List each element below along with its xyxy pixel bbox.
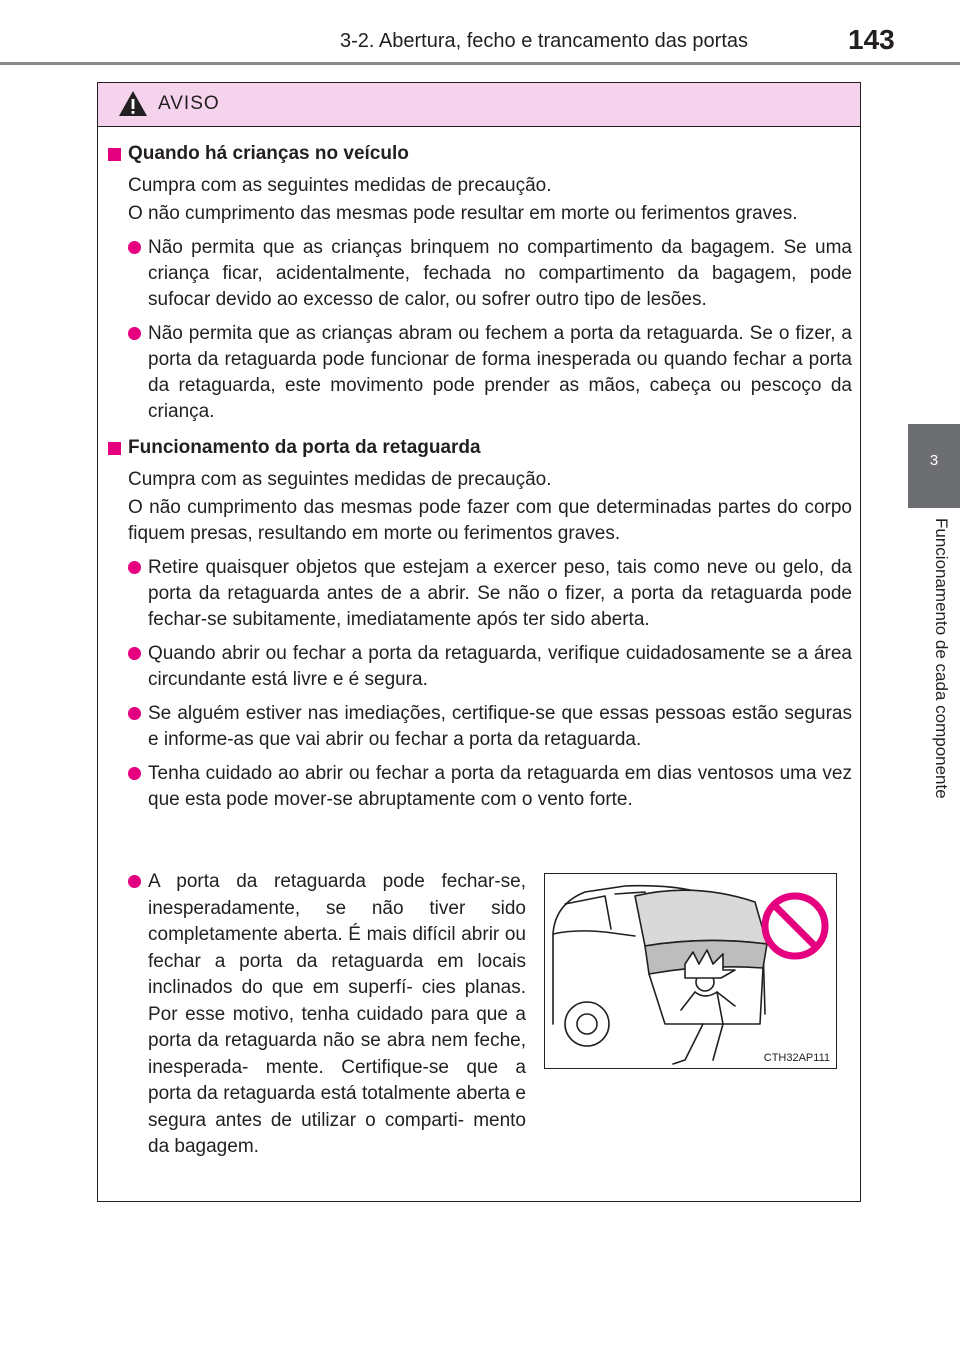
warning-triangle-icon (119, 91, 147, 116)
list-item: Não permita que as crianças brinquem no … (128, 235, 852, 313)
list-item: Quando abrir ou fechar a porta da retagu… (128, 641, 852, 693)
round-bullet-icon (128, 875, 141, 888)
list-item-text: Quando abrir ou fechar a porta da retagu… (148, 643, 852, 690)
section-heading: Quando há crianças no veículo (106, 141, 852, 167)
square-bullet-icon (108, 148, 121, 161)
chapter-label: Funcionamento de cada componente (932, 518, 951, 799)
spacer (106, 425, 852, 435)
list-item-text: A porta da retaguarda pode fechar-se, in… (148, 871, 526, 1157)
chapter-number: 3 (929, 452, 939, 469)
warning-label: AVISO (158, 93, 220, 114)
list-item-text: Não permita que as crianças brinquem no … (148, 237, 852, 310)
round-bullet-icon (128, 647, 141, 660)
list-item-text: Se alguém estiver nas imediações, certif… (148, 703, 852, 750)
round-bullet-icon (128, 327, 141, 340)
list-item: Se alguém estiver nas imediações, certif… (128, 701, 852, 753)
list-item: Não permita que as crianças abram ou fec… (128, 321, 852, 425)
square-bullet-icon (108, 442, 121, 455)
section-heading-text: Quando há crianças no veículo (128, 143, 409, 164)
car-tailgate-drawing (552, 884, 829, 1065)
tailgate-illustration: CTH32AP111 (544, 873, 837, 1069)
page-number: 143 (848, 24, 895, 55)
header-rule (0, 62, 960, 65)
list-item-text: Tenha cuidado ao abrir ou fechar a porta… (148, 763, 852, 810)
figure-code: CTH32AP111 (763, 1052, 830, 1064)
section-intro: Cumpra com as seguintes medidas de preca… (128, 175, 552, 196)
list-item-text: Retire quaisquer objetos que estejam a e… (148, 557, 852, 630)
list-item-text: Não permita que as crianças abram ou fec… (148, 323, 852, 422)
round-bullet-icon (128, 241, 141, 254)
chapter-tab: 3 (908, 424, 960, 508)
section-heading-text: Funcionamento da porta da retaguarda (128, 437, 481, 458)
warning-box: AVISO Quando há crianças no veículo Cump… (97, 82, 861, 1202)
section-heading: Funcionamento da porta da retaguarda (106, 435, 852, 461)
list-item: Retire quaisquer objetos que estejam a e… (128, 555, 852, 633)
list-item: A porta da retaguarda pode fechar-se, in… (106, 869, 526, 1161)
warning-header: AVISO (98, 83, 860, 127)
section-intro: O não cumprimento das mesmas pode result… (128, 203, 798, 224)
section-intro: O não cumprimento das mesmas pode fazer … (128, 497, 852, 544)
warning-content: Quando há crianças no veículo Cumpra com… (98, 141, 860, 813)
page-header-title: 3-2. Abertura, fecho e trancamento das p… (340, 30, 749, 52)
section-intro: Cumpra com as seguintes medidas de preca… (128, 469, 552, 490)
list-item: Tenha cuidado ao abrir ou fechar a porta… (128, 761, 852, 813)
round-bullet-icon (128, 767, 141, 780)
round-bullet-icon (128, 707, 141, 720)
round-bullet-icon (128, 561, 141, 574)
